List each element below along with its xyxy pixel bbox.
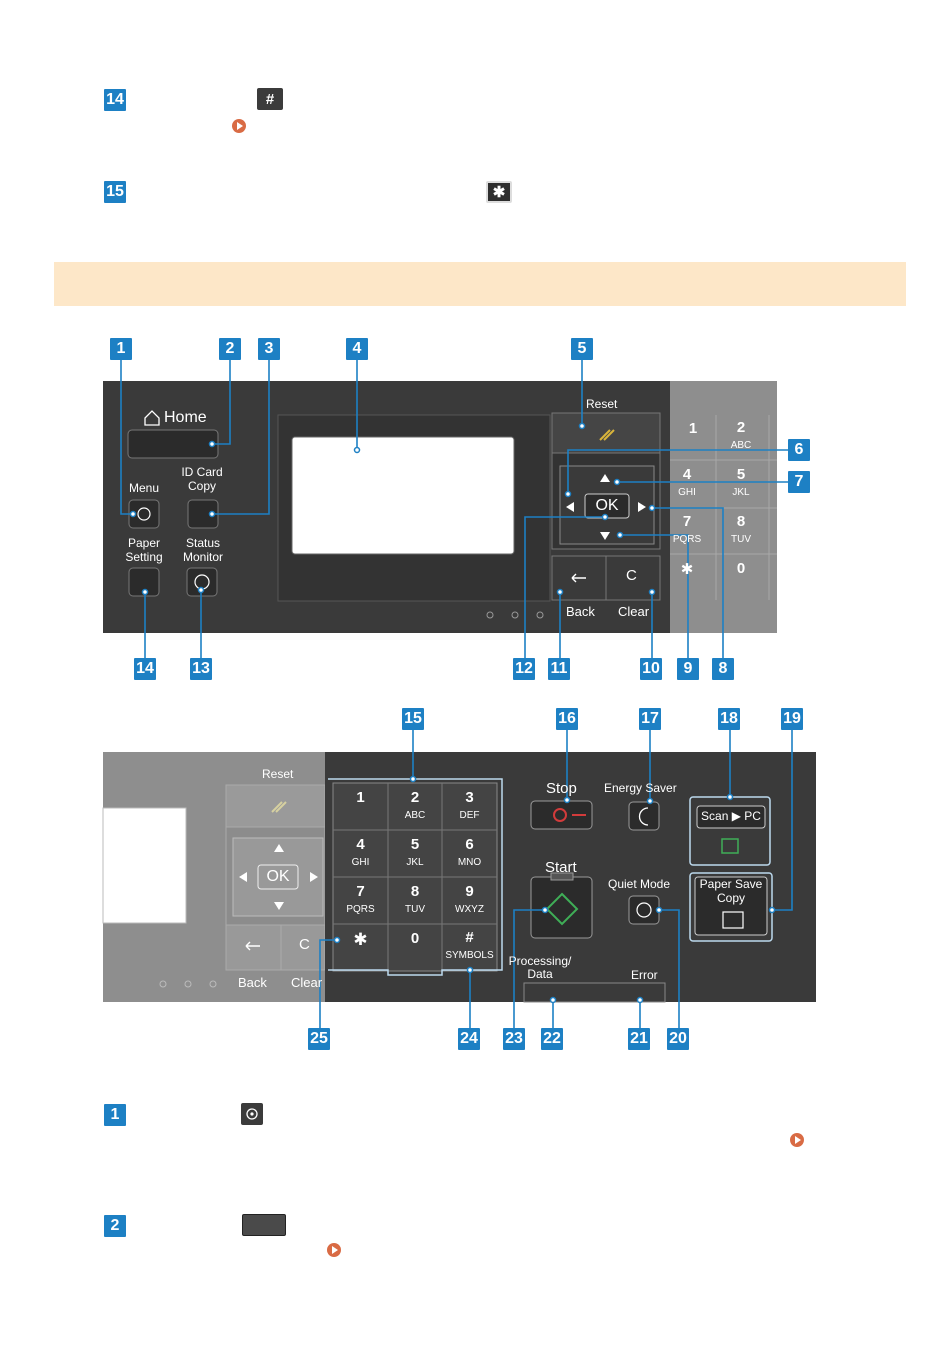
badge-15: 15 bbox=[402, 708, 424, 730]
quiet-mode-label: Quiet Mode bbox=[608, 877, 671, 891]
badge-13: 13 bbox=[190, 658, 212, 680]
badge-19: 19 bbox=[781, 708, 803, 730]
badge-21: 21 bbox=[628, 1028, 650, 1050]
clear-key[interactable]: C bbox=[626, 567, 637, 584]
badge-2: 2 bbox=[219, 338, 241, 360]
key-hash-p2[interactable]: #SYMBOLS bbox=[445, 929, 494, 962]
key-0-p2[interactable]: 0 bbox=[410, 930, 420, 947]
badge-5: 5 bbox=[571, 338, 593, 360]
badge-17: 17 bbox=[639, 708, 661, 730]
reference-arrow-icon[interactable] bbox=[327, 1243, 341, 1257]
badge-9: 9 bbox=[677, 658, 699, 680]
key-asterisk[interactable]: ✱ bbox=[680, 561, 694, 578]
badge-16: 16 bbox=[556, 708, 578, 730]
ok-button[interactable]: OK bbox=[595, 497, 619, 514]
processing-data-label: Processing/Data bbox=[508, 954, 572, 981]
home-icon bbox=[144, 410, 160, 426]
badge-25: 25 bbox=[308, 1028, 330, 1050]
reset-label-2: Reset bbox=[262, 767, 294, 781]
key-1-p2[interactable]: 1 bbox=[356, 789, 365, 806]
badge-1: 1 bbox=[110, 338, 132, 360]
badge-8: 8 bbox=[712, 658, 734, 680]
menu-key-icon bbox=[241, 1103, 263, 1125]
badge-22: 22 bbox=[541, 1028, 563, 1050]
badge-23: 23 bbox=[503, 1028, 525, 1050]
key-1[interactable]: 1 bbox=[688, 420, 698, 437]
clear-label-2: Clear bbox=[291, 975, 323, 990]
stop-label: Stop bbox=[546, 780, 577, 797]
hash-key-icon: # bbox=[257, 88, 283, 110]
badge-7: 7 bbox=[788, 471, 810, 493]
asterisk-key-icon: ✱ bbox=[486, 181, 512, 203]
badge-10: 10 bbox=[640, 658, 662, 680]
error-label: Error bbox=[631, 968, 658, 982]
scan-to-pc-button[interactable]: Scan ▶ PC bbox=[701, 809, 761, 823]
item-15-badge: 15 bbox=[104, 181, 126, 203]
item-2-badge: 2 bbox=[104, 1215, 126, 1237]
ok-button-2[interactable]: OK bbox=[266, 868, 290, 885]
badge-6: 6 bbox=[788, 439, 810, 461]
home-label: Home bbox=[164, 409, 207, 426]
badge-18: 18 bbox=[718, 708, 740, 730]
item-14-badge: 14 bbox=[104, 89, 126, 111]
back-label-2: Back bbox=[238, 975, 267, 990]
badge-20: 20 bbox=[667, 1028, 689, 1050]
badge-24: 24 bbox=[458, 1028, 480, 1050]
badge-4: 4 bbox=[346, 338, 368, 360]
reference-arrow-icon[interactable] bbox=[790, 1133, 804, 1147]
item-1-badge: 1 bbox=[104, 1104, 126, 1126]
clear-label: Clear bbox=[618, 604, 650, 619]
key-asterisk-p2[interactable]: ✱ bbox=[353, 930, 368, 949]
start-label: Start bbox=[545, 859, 577, 876]
reset-label: Reset bbox=[586, 397, 618, 411]
badge-11: 11 bbox=[548, 658, 570, 680]
clear-key-2[interactable]: C bbox=[299, 936, 310, 953]
reference-arrow-icon[interactable] bbox=[232, 119, 246, 133]
badge-12: 12 bbox=[513, 658, 535, 680]
badge-3: 3 bbox=[258, 338, 280, 360]
section-banner bbox=[54, 262, 906, 306]
menu-label: Menu bbox=[128, 481, 160, 495]
back-label: Back bbox=[566, 604, 595, 619]
key-0[interactable]: 0 bbox=[736, 560, 746, 577]
home-key-icon bbox=[242, 1214, 286, 1236]
energy-saver-label: Energy Saver bbox=[604, 781, 677, 795]
badge-14: 14 bbox=[134, 658, 156, 680]
